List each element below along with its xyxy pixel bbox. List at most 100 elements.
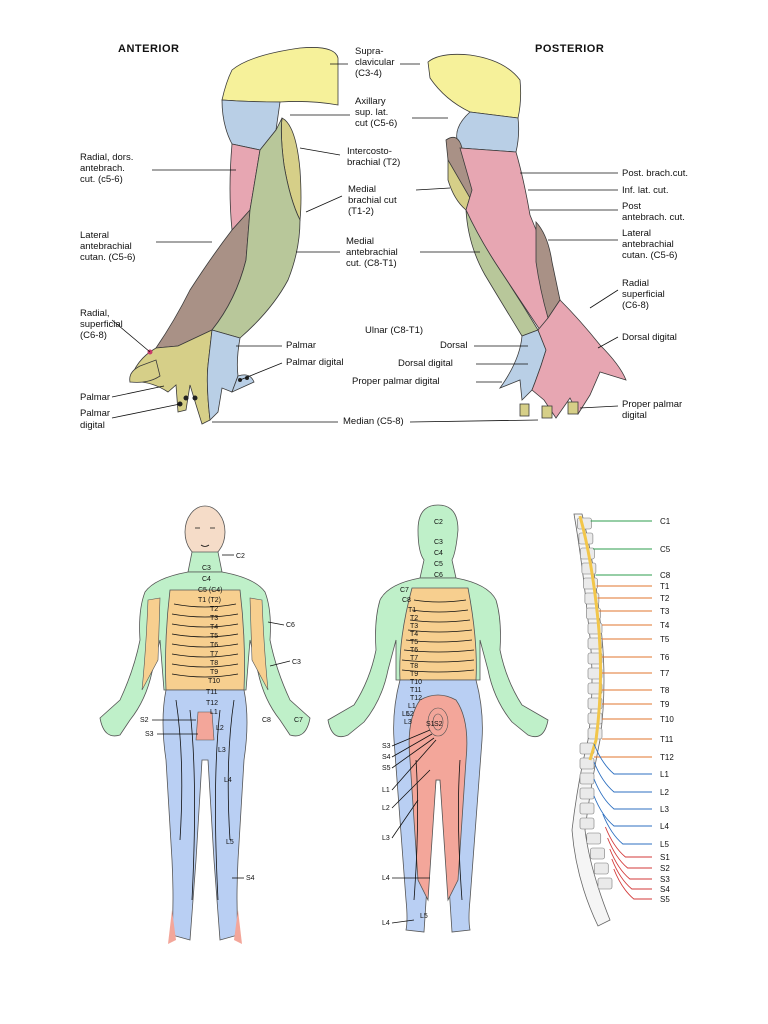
- svg-text:C4: C4: [202, 576, 211, 583]
- svg-text:Lateral: Lateral: [622, 228, 651, 239]
- front-genital-region: [195, 711, 215, 741]
- spine-label-t12: T12: [660, 753, 674, 762]
- svg-text:clavicular: clavicular: [355, 57, 395, 68]
- anterior-medial-antebrachial-region: [211, 117, 301, 339]
- spine-label-c1: C1: [660, 517, 671, 526]
- svg-text:T3: T3: [210, 615, 218, 622]
- spine-label-s1: S1: [660, 853, 670, 862]
- svg-text:T10: T10: [410, 679, 422, 686]
- svg-text:L4: L4: [224, 777, 232, 784]
- spine-label-l4: L4: [660, 822, 669, 831]
- svg-text:L4: L4: [382, 920, 390, 927]
- svg-text:S3: S3: [382, 743, 391, 750]
- svg-text:L3: L3: [218, 747, 226, 754]
- svg-text:S5: S5: [382, 765, 391, 772]
- svg-text:cutan. (C5-6): cutan. (C5-6): [80, 252, 135, 263]
- posterior-supraclavicular-region: [427, 53, 522, 119]
- svg-text:L1: L1: [408, 703, 416, 710]
- vertebra: [586, 832, 602, 845]
- vertebra: [579, 772, 595, 785]
- vertebra: [579, 817, 595, 830]
- svg-text:antebrach.: antebrach.: [80, 163, 125, 174]
- svg-text:digital: digital: [622, 410, 647, 421]
- svg-text:T4: T4: [210, 624, 218, 631]
- svg-text:L5: L5: [420, 913, 428, 920]
- spinal-nerves: [590, 520, 652, 900]
- svg-text:Radial,: Radial,: [80, 308, 110, 319]
- spinal-nerve-l1: [593, 743, 652, 775]
- svg-text:C8: C8: [402, 597, 411, 604]
- anterior-thumb: [129, 359, 161, 383]
- svg-text:T1: T1: [408, 607, 416, 614]
- svg-text:L1: L1: [210, 709, 218, 716]
- spine-label-s4: S4: [660, 885, 670, 894]
- svg-text:Post. brach.cut.: Post. brach.cut.: [622, 168, 688, 179]
- svg-text:(T1-2): (T1-2): [348, 206, 374, 217]
- svg-text:Radial, dors.: Radial, dors.: [80, 152, 133, 163]
- spine-label-t5: T5: [660, 635, 670, 644]
- svg-text:T12: T12: [410, 695, 422, 702]
- svg-text:Medial: Medial: [346, 236, 374, 247]
- svg-text:S2: S2: [434, 721, 443, 728]
- svg-text:T2: T2: [410, 615, 418, 622]
- svg-text:antebrachial: antebrachial: [80, 241, 132, 252]
- svg-text:Palmar: Palmar: [80, 392, 110, 403]
- spine-label-t8: T8: [660, 686, 670, 695]
- spine-label-c8: C8: [660, 571, 671, 580]
- svg-text:T4: T4: [410, 631, 418, 638]
- spine-label-t11: T11: [660, 735, 674, 744]
- anterior-arm: [129, 47, 339, 425]
- svg-text:Dorsal: Dorsal: [440, 340, 467, 351]
- back-head-neck: [417, 504, 459, 579]
- posterior-fingertip-3: [567, 401, 579, 415]
- svg-text:C2: C2: [434, 519, 443, 526]
- svg-text:T10: T10: [208, 678, 220, 685]
- svg-text:L2: L2: [216, 725, 224, 732]
- spine-label-s5: S5: [660, 895, 670, 904]
- posterior-fingertip-1: [519, 403, 530, 417]
- svg-text:cutan. (C5-6): cutan. (C5-6): [622, 250, 677, 261]
- svg-text:(C6-8): (C6-8): [80, 330, 107, 341]
- svg-text:S2: S2: [140, 717, 149, 724]
- spinal-nerve-l3: [593, 778, 652, 810]
- svg-text:Medial: Medial: [348, 184, 376, 195]
- spinal-nerve-s2: [607, 837, 652, 869]
- spine-label-t2: T2: [660, 594, 670, 603]
- vertebra: [579, 787, 595, 800]
- svg-text:antebrach. cut.: antebrach. cut.: [622, 212, 685, 223]
- svg-text:L2: L2: [406, 711, 414, 718]
- svg-text:C6: C6: [286, 622, 295, 629]
- vertebra: [587, 652, 603, 665]
- svg-text:cut (C5-6): cut (C5-6): [355, 118, 397, 129]
- svg-text:T7: T7: [410, 655, 418, 662]
- front-foot-right-s1: [234, 910, 242, 944]
- svg-text:T7: T7: [210, 651, 218, 658]
- spine-label-t6: T6: [660, 653, 670, 662]
- anterior-header: ANTERIOR: [118, 43, 179, 55]
- svg-text:T8: T8: [210, 660, 218, 667]
- svg-text:T1 (T2): T1 (T2): [198, 597, 221, 604]
- svg-text:Palmar: Palmar: [286, 340, 316, 351]
- svg-text:C3: C3: [434, 539, 443, 546]
- posterior-radial-superficial-region: [531, 299, 627, 419]
- spine-label-s2: S2: [660, 864, 670, 873]
- svg-text:Dorsal digital: Dorsal digital: [398, 358, 453, 369]
- svg-text:Supra-: Supra-: [355, 46, 384, 57]
- svg-text:antebrachial: antebrachial: [622, 239, 674, 250]
- svg-text:C6: C6: [434, 572, 443, 579]
- svg-text:L1: L1: [382, 787, 390, 794]
- spinal-nerve-l4: [593, 795, 652, 827]
- svg-text:superficial: superficial: [80, 319, 123, 330]
- spinal-nerve-s4: [611, 858, 652, 890]
- svg-text:C4: C4: [434, 550, 443, 557]
- svg-text:Proper palmar digital: Proper palmar digital: [352, 376, 440, 387]
- svg-text:Palmar: Palmar: [80, 408, 110, 419]
- anterior-palmar-ulnar-region: [206, 329, 241, 421]
- vertebra: [587, 682, 603, 695]
- svg-text:L5: L5: [226, 839, 234, 846]
- spine-label-l5: L5: [660, 840, 669, 849]
- svg-text:S1: S1: [426, 721, 435, 728]
- svg-text:T9: T9: [410, 671, 418, 678]
- vertebra: [590, 847, 605, 860]
